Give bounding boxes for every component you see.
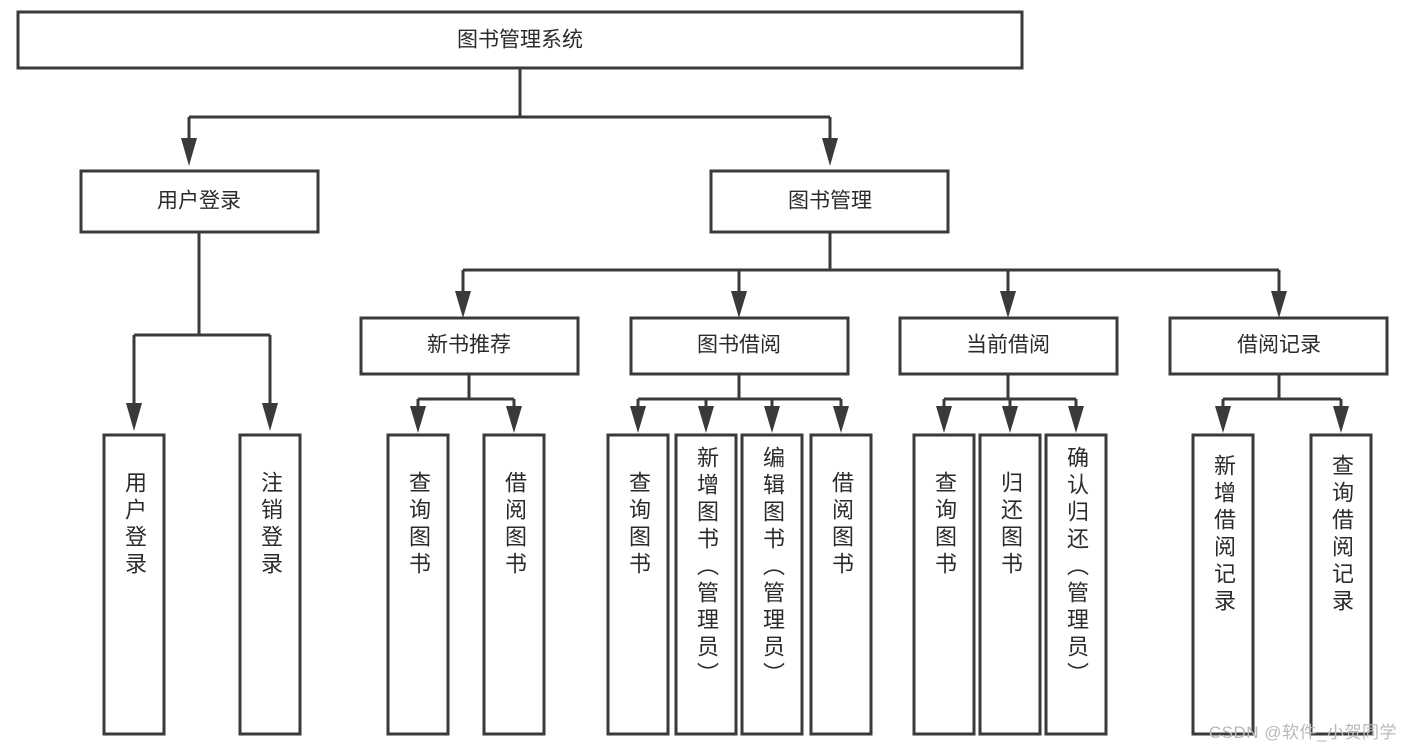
leaf-label-query-book-3: 查询图书 xyxy=(932,471,957,579)
arrow-head-leaf-edit-book xyxy=(764,406,780,433)
leaf-box-borrow-book-2[interactable] xyxy=(809,433,873,736)
arrow-head-leaf-query-record xyxy=(1333,406,1349,433)
connector-group-borrow-record-to-leaves xyxy=(1215,374,1349,433)
node-borrow-record-label: 借阅记录 xyxy=(1237,334,1321,357)
node-current-borrow[interactable]: 当前借阅 xyxy=(898,316,1119,376)
leaf-box-return-book[interactable] xyxy=(978,433,1042,736)
arrow-head-leaf-borrow-book-1 xyxy=(506,406,522,433)
leaf-boxes-borrow-record xyxy=(1191,433,1373,736)
connector-group-current-borrow-to-leaves xyxy=(936,374,1084,433)
leaf-boxes-current-borrow xyxy=(912,433,1108,736)
leaf-label-confirm-return: 确认归还（管理员） xyxy=(1064,446,1089,689)
leaf-label-return-book: 归还图书 xyxy=(998,471,1023,579)
node-book-manage-box[interactable] xyxy=(709,169,950,234)
leaf-label-add-record: 新增借阅记录 xyxy=(1211,454,1236,616)
node-current-borrow-label: 当前借阅 xyxy=(966,334,1050,357)
leaf-box-user-logout[interactable] xyxy=(238,433,302,736)
leaf-label-query-record: 查询借阅记录 xyxy=(1329,454,1354,616)
leaf-label-borrow-book-1: 借阅图书 xyxy=(502,471,527,579)
leaf-label-user-logout: 注销登录 xyxy=(258,471,283,579)
leaf-box-borrow-book-1[interactable] xyxy=(482,433,546,736)
leaf-box-edit-book[interactable] xyxy=(740,433,804,736)
arrow-head-leaf-query-book-3 xyxy=(936,406,952,433)
node-book-borrow-box[interactable] xyxy=(629,316,850,376)
connector-group-user-login-to-leaves xyxy=(126,232,278,431)
leaf-box-query-book-2[interactable] xyxy=(606,433,670,736)
connector-group-new-book-recommend-to-leaves xyxy=(410,374,522,433)
node-user-login-label: 用户登录 xyxy=(157,190,241,213)
leaf-box-add-book[interactable] xyxy=(674,433,738,736)
leaf-boxes-user-login xyxy=(102,433,302,736)
arrow-head-leaf-user-login xyxy=(126,403,142,431)
node-borrow-record[interactable]: 借阅记录 xyxy=(1168,316,1389,376)
node-book-manage[interactable]: 图书管理 xyxy=(709,169,950,234)
node-new-book-recommend-box[interactable] xyxy=(359,316,580,376)
arrow-head-borrow-record xyxy=(1271,291,1287,318)
arrow-head-new-book-recommend xyxy=(455,291,471,318)
leaf-label-query-book-2: 查询图书 xyxy=(626,471,651,579)
connector-group-book-manage-to-level3 xyxy=(455,232,1287,318)
leaf-box-add-record[interactable] xyxy=(1191,433,1255,736)
leaf-box-query-book-1[interactable] xyxy=(386,433,450,736)
leaf-box-confirm-return[interactable] xyxy=(1044,433,1108,736)
node-book-borrow[interactable]: 图书借阅 xyxy=(629,316,850,376)
node-new-book-recommend-label: 新书推荐 xyxy=(427,334,511,357)
arrow-head-current-borrow xyxy=(1000,291,1016,318)
connector-group-book-borrow-to-leaves xyxy=(630,374,849,433)
node-book-borrow-label: 图书借阅 xyxy=(697,334,781,357)
node-root-box[interactable] xyxy=(16,10,1024,70)
node-borrow-record-box[interactable] xyxy=(1168,316,1389,376)
node-root[interactable]: 图书管理系统 xyxy=(16,10,1024,70)
arrow-head-book-borrow xyxy=(731,291,747,318)
leaf-label-user-login: 用户登录 xyxy=(122,471,147,579)
node-root-label: 图书管理系统 xyxy=(457,29,583,52)
leaf-boxes-book-borrow xyxy=(606,433,873,736)
node-book-manage-label: 图书管理 xyxy=(788,190,872,213)
leaf-label-add-book: 新增图书（管理员） xyxy=(694,446,719,689)
leaf-box-user-login[interactable] xyxy=(102,433,166,736)
connector-group-root-to-level2 xyxy=(181,68,838,166)
arrow-head-leaf-add-record xyxy=(1215,406,1231,433)
arrow-head-leaf-user-logout xyxy=(262,403,278,431)
csdn-watermark: CSDN @软件_小贺同学 xyxy=(1208,723,1397,742)
node-user-login[interactable]: 用户登录 xyxy=(79,169,320,234)
leaf-label-query-book-1: 查询图书 xyxy=(406,471,431,579)
node-user-login-box[interactable] xyxy=(79,169,320,234)
node-current-borrow-box[interactable] xyxy=(898,316,1119,376)
arrow-head-leaf-query-book-1 xyxy=(410,406,426,433)
node-new-book-recommend[interactable]: 新书推荐 xyxy=(359,316,580,376)
leaf-boxes-new-book-recommend xyxy=(386,433,546,736)
arrow-head-leaf-add-book xyxy=(698,406,714,433)
arrow-head-leaf-return-book xyxy=(1002,406,1018,433)
arrow-head-leaf-query-book-2 xyxy=(630,406,646,433)
arrow-head-book-manage xyxy=(822,138,838,166)
arrow-head-leaf-borrow-book-2 xyxy=(833,406,849,433)
leaf-box-query-record[interactable] xyxy=(1309,433,1373,736)
leaf-label-borrow-book-2: 借阅图书 xyxy=(829,471,854,579)
leaf-box-query-book-3[interactable] xyxy=(912,433,976,736)
arrow-head-user-login xyxy=(181,138,197,166)
arrow-head-leaf-confirm-return xyxy=(1068,406,1084,433)
leaf-label-edit-book: 编辑图书（管理员） xyxy=(760,446,785,689)
